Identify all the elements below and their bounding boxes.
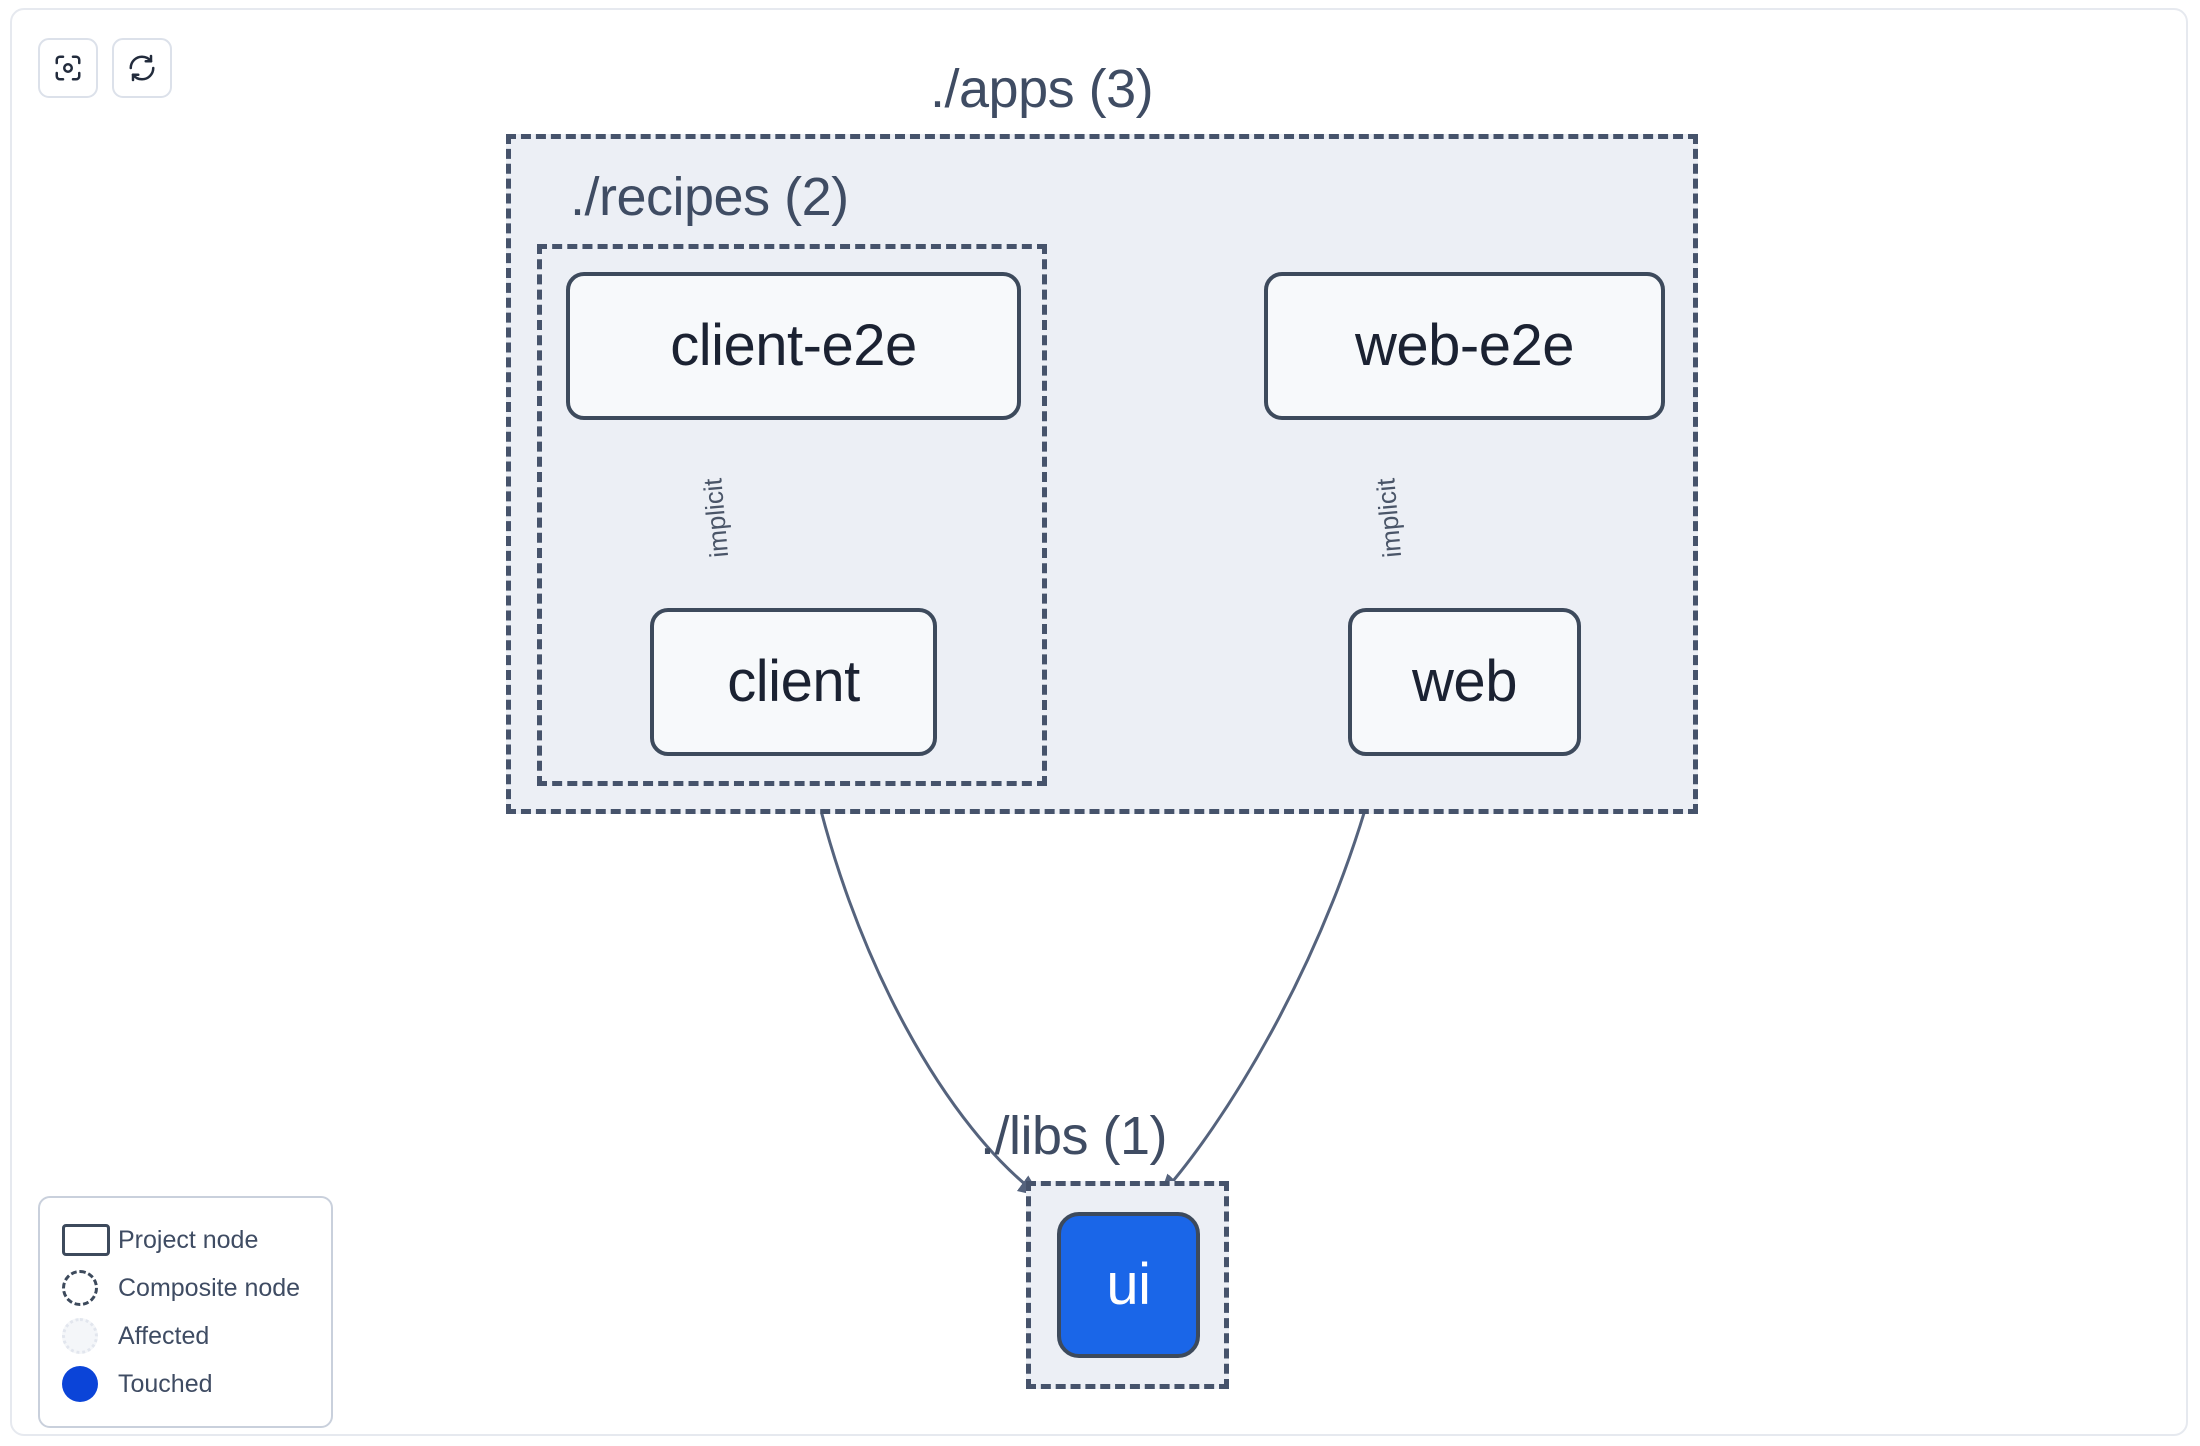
legend-item-label: Affected xyxy=(118,1321,210,1350)
group-label-apps: ./apps (3) xyxy=(930,59,1154,119)
legend-item-touched: Touched xyxy=(62,1360,311,1408)
legend-item-label: Composite node xyxy=(118,1273,301,1302)
legend-item-label: Touched xyxy=(118,1369,213,1398)
affected-swatch-icon xyxy=(62,1318,118,1354)
group-label-libs: ./libs (1) xyxy=(980,1106,1168,1166)
refresh-icon xyxy=(127,53,157,83)
project-node-ui[interactable]: ui xyxy=(1057,1212,1200,1358)
legend-item-label: Project node xyxy=(118,1225,259,1254)
project-node-label: ui xyxy=(1106,1252,1151,1317)
legend-item-affected: Affected xyxy=(62,1312,311,1360)
project-node-swatch-icon xyxy=(62,1224,118,1256)
legend-item-project-node: Project node xyxy=(62,1216,311,1264)
composite-node-swatch-icon xyxy=(62,1270,118,1306)
project-node-web[interactable]: web xyxy=(1348,608,1581,756)
touched-swatch-icon xyxy=(62,1366,118,1402)
focus-scan-icon xyxy=(53,53,83,83)
edge-label-implicit-client: implicit xyxy=(697,477,735,559)
refresh-graph-button[interactable] xyxy=(112,38,172,98)
legend-item-composite-node: Composite node xyxy=(62,1264,311,1312)
project-node-label: client-e2e xyxy=(670,313,917,378)
focus-graph-button[interactable] xyxy=(38,38,98,98)
graph-toolbar xyxy=(38,38,172,98)
project-node-client-e2e[interactable]: client-e2e xyxy=(566,272,1021,420)
project-node-label: web-e2e xyxy=(1355,313,1574,378)
project-node-label: web xyxy=(1412,649,1517,714)
graph-legend: Project node Composite node Affected Tou… xyxy=(38,1196,333,1428)
project-node-client[interactable]: client xyxy=(650,608,937,756)
project-node-label: client xyxy=(727,649,860,714)
project-node-web-e2e[interactable]: web-e2e xyxy=(1264,272,1665,420)
group-label-recipes: ./recipes (2) xyxy=(570,167,849,227)
edge-label-implicit-web: implicit xyxy=(1370,477,1408,559)
